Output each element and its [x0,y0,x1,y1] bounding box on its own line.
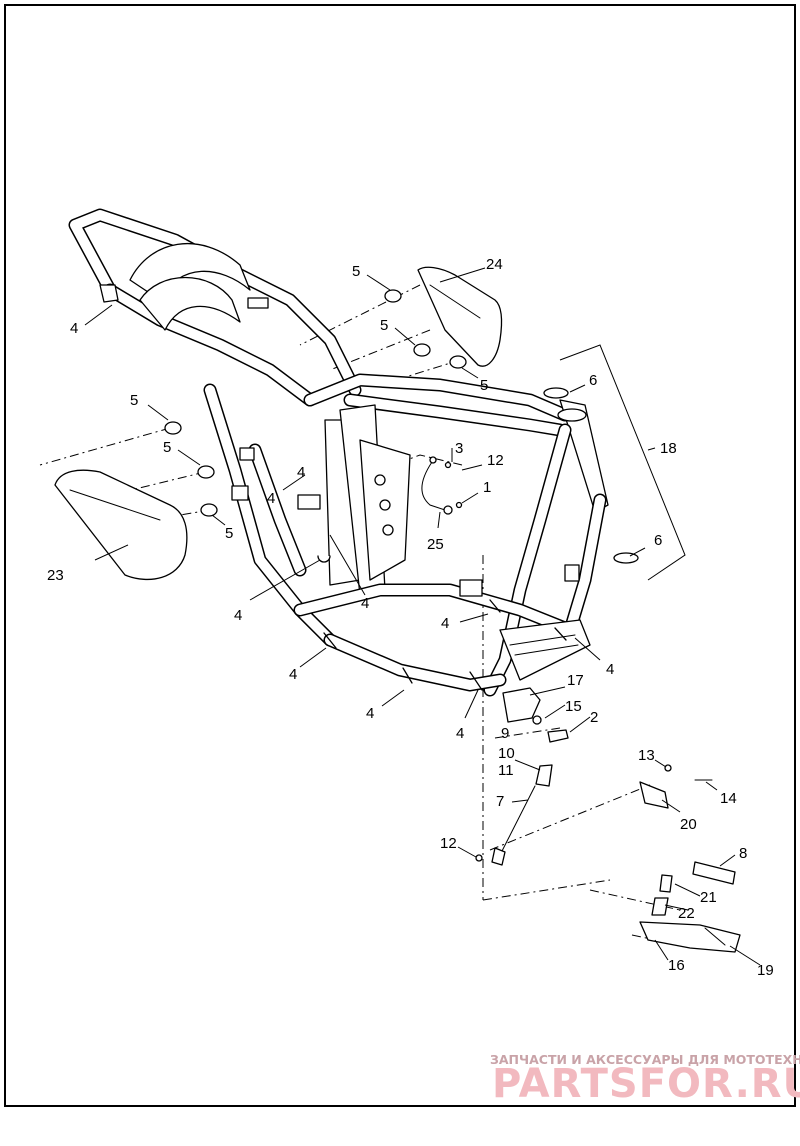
bracket-18 [559,344,686,581]
callout-24: 24 [486,256,503,273]
callout-19: 19 [757,962,774,979]
callout-4-front-right: 4 [606,661,614,678]
callout-5-grommet-top: 5 [352,263,360,280]
watermark: ЗАПЧАСТИ И АКСЕССУАРЫ ДЛЯ МОТОТЕХНИКИ PA… [490,1052,800,1107]
callout-5-grommet-left-top: 5 [130,392,138,409]
callout-4-center: 4 [441,615,449,632]
callout-numbers: 24 5 5 5 5 5 5 4 4 4 4 4 4 4 4 4 4 6 6 1… [47,256,774,979]
callout-22: 22 [678,905,695,922]
callout-4-rail-front: 4 [456,725,464,742]
watermark-tagline: ЗАПЧАСТИ И АКСЕССУАРЫ ДЛЯ МОТОТЕХНИКИ [490,1052,800,1067]
side-cover-right [417,266,503,367]
callout-5-grommet-mid: 5 [380,317,388,334]
side-cover-left [54,469,188,581]
ground-strap [421,456,463,515]
grommets [164,289,467,517]
callout-12-top: 12 [487,452,504,469]
callout-25: 25 [427,536,444,553]
callout-4-tie-left: 4 [234,607,242,624]
callout-11: 11 [498,762,514,779]
callout-23: 23 [47,567,64,584]
callout-4-bracket-mid: 4 [297,464,305,481]
motorcycle-frame [68,208,609,697]
callout-1: 1 [483,479,491,496]
callout-2: 2 [590,709,598,726]
callout-7: 7 [496,793,504,810]
callout-5-grommet-left-low: 5 [225,525,233,542]
callout-16: 16 [668,957,685,974]
callout-4-rail-mid: 4 [366,705,374,722]
callout-8: 8 [739,845,747,862]
leader-lines [84,267,761,966]
watermark-brand: PARTSFOR.RU [492,1061,800,1107]
callout-10: 10 [498,745,515,762]
callout-4-gusset: 4 [361,595,369,612]
callout-6-bottom: 6 [654,532,662,549]
callout-20: 20 [680,816,697,833]
callout-21: 21 [700,889,717,906]
callout-13: 13 [638,747,655,764]
bearing-races [543,387,639,564]
callout-12-bottom: 12 [440,835,457,852]
callout-3: 3 [455,440,463,457]
callout-17: 17 [567,672,584,689]
callout-4-bracket-left: 4 [267,490,275,507]
callout-4-rail-left: 4 [289,666,297,683]
callout-15: 15 [565,698,582,715]
callout-14: 14 [720,790,737,807]
callout-6-top: 6 [589,372,597,389]
diagram-border [4,4,796,1107]
callout-4-rear: 4 [70,320,78,337]
callout-5-grommet-right: 5 [480,377,488,394]
callout-5-grommet-left-mid: 5 [163,439,171,456]
callout-9: 9 [501,725,509,742]
callout-18: 18 [660,440,677,457]
sidestand-assembly [475,687,741,953]
